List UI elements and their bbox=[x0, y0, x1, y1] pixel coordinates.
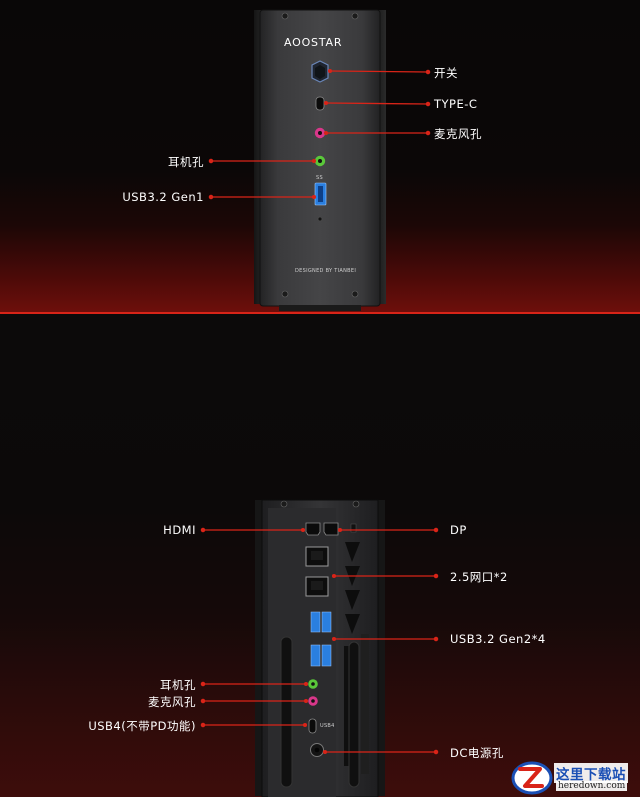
rear-view-panel: USB4 HDMI DP 2.5网口*2 USB3.2 Gen2*4 耳机孔 麦… bbox=[0, 314, 640, 797]
watermark-logo-icon bbox=[511, 761, 553, 795]
screw bbox=[281, 290, 289, 298]
usb4-port-shape bbox=[308, 718, 317, 734]
usb-ss-mark: SS bbox=[316, 175, 323, 181]
label-usb32-gen1: USB3.2 Gen1 bbox=[122, 190, 204, 204]
hdmi-port-shape bbox=[305, 522, 321, 536]
label-dc: DC电源孔 bbox=[450, 746, 504, 760]
reset-pin-shape bbox=[317, 216, 323, 222]
label-mic-front: 麦克风孔 bbox=[434, 127, 482, 141]
screw bbox=[281, 12, 289, 20]
designed-by-stamp: DESIGNED BY TIANBEI bbox=[295, 268, 357, 274]
label-dp: DP bbox=[450, 523, 467, 537]
rear-left-handle bbox=[280, 636, 293, 788]
usb32-gen2-ports bbox=[310, 611, 332, 667]
brand-logo: AOOSTAR bbox=[284, 36, 343, 49]
label-power-button: 开关 bbox=[434, 66, 458, 80]
dp-port-shape bbox=[323, 522, 339, 536]
label-mic-rear: 麦克风孔 bbox=[148, 695, 196, 709]
rear-leader-lines bbox=[200, 527, 439, 755]
rear-view-illustration bbox=[200, 499, 439, 797]
label-typec: TYPE-C bbox=[434, 97, 478, 111]
watermark-name: 这里下载站 bbox=[554, 763, 628, 783]
typec-port-shape bbox=[315, 96, 325, 111]
label-usb4: USB4(不带PD功能) bbox=[88, 719, 196, 733]
label-lan: 2.5网口*2 bbox=[450, 570, 508, 584]
case-foot bbox=[279, 305, 361, 311]
front-leader-lines bbox=[208, 68, 431, 200]
label-headphone-front: 耳机孔 bbox=[168, 155, 204, 169]
panel-divider bbox=[0, 312, 640, 314]
screw bbox=[351, 290, 359, 298]
rear-right-handle bbox=[348, 641, 360, 788]
front-view-panel: AOOSTAR SS DESIGNED BY TIANBEI 开关 TYPE-C… bbox=[0, 0, 640, 313]
label-hdmi: HDMI bbox=[163, 523, 196, 537]
label-usb32-gen2: USB3.2 Gen2*4 bbox=[450, 632, 546, 646]
screw bbox=[351, 12, 359, 20]
front-view-illustration bbox=[208, 9, 431, 311]
usb4-mark: USB4 bbox=[320, 723, 335, 729]
watermark-url: heredown.com bbox=[556, 781, 628, 791]
label-headphone-rear: 耳机孔 bbox=[160, 678, 196, 692]
watermark: 这里下载站 heredown.com bbox=[508, 760, 638, 796]
